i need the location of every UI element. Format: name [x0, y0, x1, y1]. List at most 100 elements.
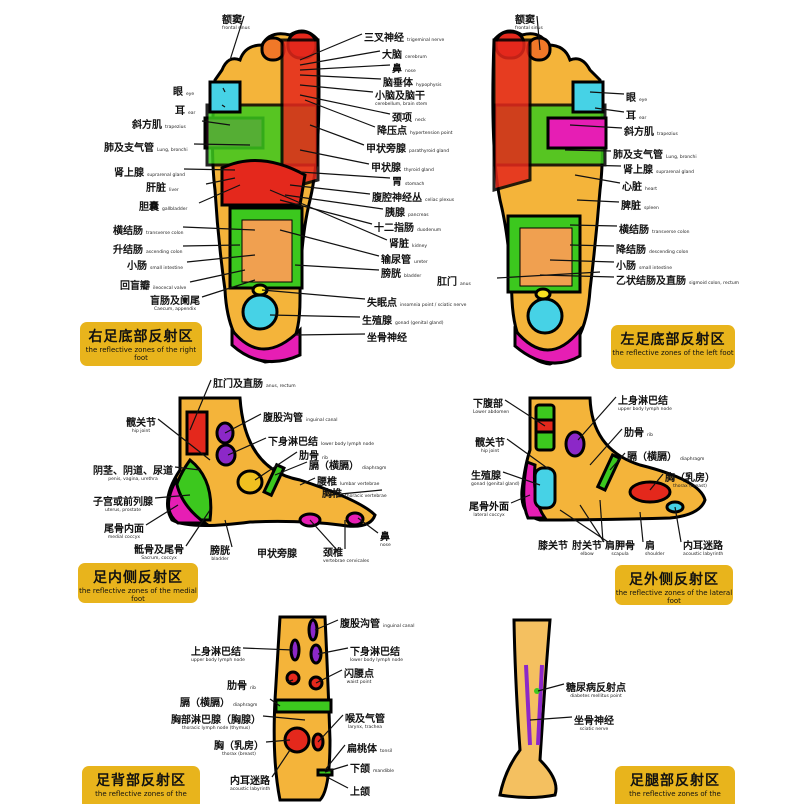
zone-label-zh: 斜方肌 — [132, 120, 162, 131]
leader-line — [286, 679, 294, 683]
zone-label-zh: 腹股沟管 — [263, 413, 303, 424]
zone-label-en: anus — [460, 282, 471, 287]
title-zh: 足背部反射区 — [96, 773, 186, 789]
zone-label-en: hip joint — [480, 449, 500, 454]
zone-label-en: upper body lymph node — [618, 407, 672, 412]
zone-label-zh: 尾骨内面 — [104, 524, 144, 535]
leader-line — [145, 504, 179, 526]
leader-line — [299, 74, 382, 80]
leader-line — [314, 619, 339, 631]
zone-label-en: tonsil — [380, 749, 393, 754]
zone-label-en: waist point — [346, 680, 372, 685]
leader-line — [536, 15, 541, 51]
zone-label-zh: 肾上腺 — [623, 165, 653, 176]
zone-label-en: pancreas — [408, 213, 429, 218]
leader-line — [324, 764, 349, 773]
zone-label-zh: 肺及支气管 — [613, 150, 663, 161]
leader-line — [201, 120, 231, 126]
lateral-foot — [520, 396, 707, 522]
leader-line — [271, 749, 291, 778]
zone-label-en: lateral coccyx — [473, 513, 505, 518]
zone-label-zh: 胆囊 — [139, 202, 159, 213]
left-foot-sole — [491, 29, 608, 366]
zone-label-zh: 失眠点 — [367, 298, 397, 309]
zone-label-en: gallbladder — [162, 207, 188, 212]
leader-line — [502, 471, 541, 486]
zone-label-zh: 肋骨 — [227, 681, 247, 692]
leader-line — [229, 15, 245, 61]
title-en: the reflective zones of the lateral foot — [615, 589, 733, 605]
zone-label-en: parathyroid gland — [409, 149, 450, 154]
title-en: the reflective zones of the right foot — [85, 346, 197, 362]
leader-line — [569, 244, 615, 247]
zone-label-zh: 膀胱 — [210, 546, 230, 557]
zone-label-zh: 阴茎、阴道、尿道 — [93, 466, 173, 477]
zone-label-en: bladder — [211, 557, 229, 562]
zone-label-en: trapezius — [657, 132, 678, 137]
zone-label-en: trapezius — [165, 125, 186, 130]
zone-label-zh: 上颌 — [350, 787, 370, 798]
zone-label-zh: 耳 — [626, 111, 636, 122]
zone-label-en: thorax (breast) — [673, 484, 707, 489]
title-zh: 左足底部反射区 — [620, 332, 726, 348]
leader-line — [506, 438, 551, 471]
zone-label: 膈（横膈）diaphragm — [627, 447, 704, 463]
leader-line — [579, 164, 622, 167]
zone-label-en: kidney — [412, 244, 427, 249]
leader-line — [224, 519, 233, 548]
zone-label-zh: 肾脏 — [389, 239, 409, 250]
zone-label-zh: 三叉神经 — [364, 33, 404, 44]
zone-label-zh: 腹股沟管 — [340, 619, 380, 630]
zone-label-zh: 膈（横膈） — [627, 452, 677, 463]
zone-label-zh: 降压点 — [377, 126, 407, 137]
zone-label-zh: 眼 — [626, 93, 636, 104]
zone-label-en: diaphragm — [362, 466, 387, 471]
zone-label-en: descending colon — [649, 250, 689, 255]
right-foot-sole — [203, 29, 321, 364]
leader-line — [549, 259, 615, 263]
zone-label-zh: 大脑 — [382, 50, 402, 61]
zone-label-en: inguinal canal — [383, 624, 415, 629]
zone-label-en: diaphragm — [680, 457, 705, 462]
leader-line — [609, 452, 626, 471]
leader-line — [274, 461, 308, 476]
zone-label-en: cerebellum, brain stem — [375, 102, 428, 107]
zone-label-en: liver — [169, 188, 179, 193]
zone-label-zh: 内耳迷路 — [683, 541, 723, 552]
zone-label-zh: 胸（乳房） — [665, 473, 715, 484]
leader-line — [589, 91, 625, 95]
leader-line — [574, 174, 621, 184]
zone-label-zh: 生殖腺 — [362, 316, 392, 327]
leader-line — [674, 506, 682, 543]
zone-label-en: frontal sinus — [222, 26, 250, 31]
leader-lines — [145, 15, 682, 789]
leader-line — [294, 333, 366, 336]
leader-line — [649, 473, 664, 491]
zone-label-zh: 降结肠 — [616, 245, 646, 256]
